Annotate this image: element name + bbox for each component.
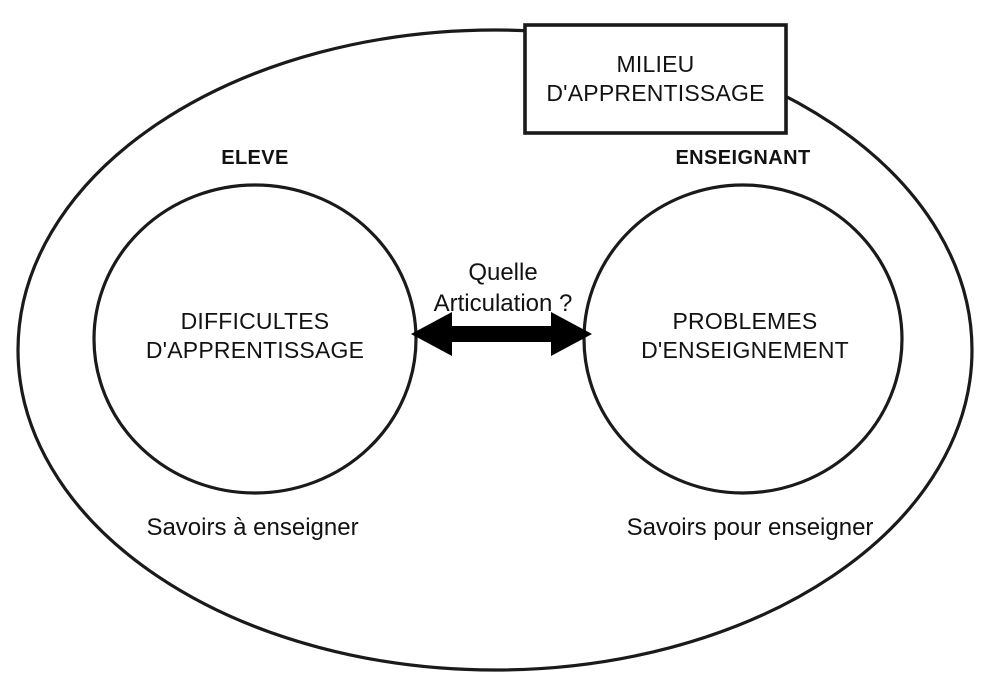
milieu-box-label-wrap: MILIEU D'APPRENTISSAGE [525, 25, 786, 133]
right-circle-enseignant[interactable] [582, 183, 904, 495]
heading-enseignant: ENSEIGNANT [675, 147, 811, 169]
caption-savoirs-pour-enseigner: Savoirs pour enseigner [626, 514, 874, 541]
double-arrow-icon[interactable] [411, 312, 592, 356]
milieu-box-label: MILIEU D'APPRENTISSAGE [546, 50, 765, 106]
left-circle-label: DIFFICULTES D'APPRENTISSAGE [145, 308, 365, 364]
heading-eleve: ELEVE [221, 147, 289, 169]
outer-ellipse [16, 28, 974, 672]
milieu-box-rect[interactable] [523, 23, 788, 135]
arrow-label-quelle-articulation: Quelle Articulation ? [433, 259, 573, 318]
caption-savoirs-a-enseigner: Savoirs à enseigner [146, 514, 359, 541]
right-circle-label: PROBLEMES D'ENSEIGNEMENT [641, 308, 849, 364]
left-circle-eleve[interactable] [92, 183, 418, 495]
